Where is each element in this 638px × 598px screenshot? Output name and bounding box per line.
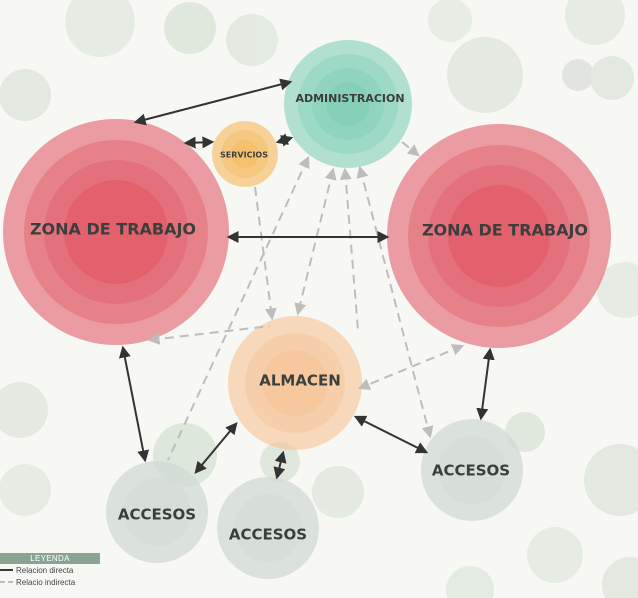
accesos-bottom-label: ACCESOS xyxy=(229,526,307,544)
relation-direct-servicios-zona-left xyxy=(183,136,215,149)
administracion-ring xyxy=(298,54,398,154)
relation-direct-zona-left-accesos-left xyxy=(118,345,150,463)
relation-indirect-admin-accesos-left xyxy=(167,155,310,461)
tree-icon xyxy=(584,444,638,516)
relation-indirect-servicios-almacen xyxy=(254,186,277,321)
almacen-ring xyxy=(262,350,328,416)
almacen-ring xyxy=(245,333,345,433)
accesos-left-ring xyxy=(106,461,208,563)
legend: LEYENDA Relacion directa Relacio indirec… xyxy=(0,553,100,588)
indirect-relations xyxy=(147,141,465,461)
tree-icon xyxy=(447,37,523,113)
administracion-ring xyxy=(284,40,412,168)
accesos-left-label: ACCESOS xyxy=(118,506,196,524)
relation-direct-zona-right-accesos-right xyxy=(476,347,495,421)
almacen-ring xyxy=(228,316,362,450)
legend-row-direct: Relacion directa xyxy=(0,564,100,576)
tree-icon xyxy=(164,2,216,54)
administracion-ring xyxy=(312,68,384,140)
zona-trabajo-right-ring xyxy=(428,165,570,307)
tree-icon xyxy=(0,464,51,516)
direct-relations xyxy=(118,78,495,480)
accesos-right-ring xyxy=(421,419,523,521)
relation-direct-almacen-accesos-right xyxy=(353,415,429,454)
accesos-left-ring xyxy=(123,478,191,546)
node-accesos-right xyxy=(421,419,523,521)
relation-indirect-admin-zona-right xyxy=(401,141,420,157)
node-zona-trabajo-left xyxy=(3,119,229,345)
node-servicios xyxy=(212,121,278,187)
zona-trabajo-left-ring xyxy=(24,140,208,324)
zona-trabajo-right-ring xyxy=(387,124,611,348)
legend-indirect-label: Relacio indirecta xyxy=(16,577,76,587)
tree-icon xyxy=(0,382,48,438)
servicios-ring xyxy=(212,121,278,187)
node-almacen xyxy=(228,316,362,450)
relation-direct-admin-zona-left xyxy=(133,78,293,126)
tree-icon xyxy=(226,14,278,66)
tree-icon xyxy=(0,69,51,121)
tree-icon xyxy=(65,0,135,57)
relation-indirect-admin-accesos-right xyxy=(356,165,434,439)
relation-indirect-zona-left-almacen xyxy=(147,325,271,345)
node-accesos-left xyxy=(106,461,208,563)
node-administracion xyxy=(284,40,412,168)
accesos-right-ring xyxy=(438,436,506,504)
tree-icon xyxy=(602,557,638,598)
tree-icon xyxy=(565,0,625,45)
tree-icon xyxy=(312,466,364,518)
zona-trabajo-right-ring xyxy=(448,185,550,287)
tree-icon xyxy=(428,0,472,42)
tree-icon xyxy=(446,566,494,598)
legend-title: LEYENDA xyxy=(0,553,100,564)
zona-trabajo-left-ring xyxy=(44,160,188,304)
servicios-label: SERVICIOS xyxy=(220,151,268,160)
zona-trabajo-left-ring xyxy=(3,119,229,345)
zona-trabajo-right-label: ZONA DE TRABAJO xyxy=(422,221,588,240)
tree-icon xyxy=(562,59,594,91)
servicios-ring xyxy=(231,140,259,168)
relation-indirect-admin-almacen xyxy=(294,167,337,316)
node-zona-trabajo-right xyxy=(387,124,611,348)
tree-icon xyxy=(597,262,638,318)
relation-direct-almacen-accesos-left xyxy=(194,422,238,474)
zona-trabajo-left-label: ZONA DE TRABAJO xyxy=(30,220,196,239)
zona-trabajo-right-ring xyxy=(408,145,590,327)
zona-trabajo-left-ring xyxy=(64,180,168,284)
almacen-label: ALMACEN xyxy=(259,372,341,390)
solid-line-icon xyxy=(0,569,13,571)
legend-direct-label: Relacion directa xyxy=(16,565,74,575)
dashed-line-icon xyxy=(0,581,13,583)
tree-icon xyxy=(590,56,634,100)
administracion-ring xyxy=(326,82,370,126)
tree-icon xyxy=(527,527,583,583)
accesos-bottom-ring xyxy=(234,494,302,562)
relation-direct-almacen-accesos-bottom xyxy=(273,450,287,480)
legend-row-indirect: Relacio indirecta xyxy=(0,576,100,588)
relation-direct-servicios-admin xyxy=(275,133,294,147)
administracion-label: ADMINISTRACION xyxy=(295,92,404,105)
relation-indirect-zona-right-almacen xyxy=(357,344,465,390)
servicios-ring xyxy=(221,130,269,178)
tree-icon xyxy=(505,412,545,452)
node-accesos-bottom xyxy=(217,477,319,579)
accesos-right-label: ACCESOS xyxy=(432,462,510,480)
accesos-bottom-ring xyxy=(217,477,319,579)
relation-indirect-admin-almacen-right xyxy=(339,167,359,331)
